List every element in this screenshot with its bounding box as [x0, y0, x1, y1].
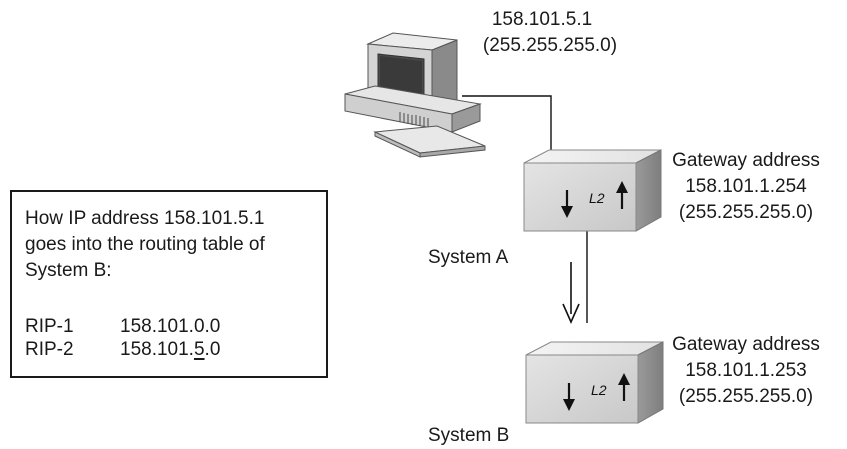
flow-down-arrow-icon	[562, 262, 580, 324]
system-a-up-arrow-icon	[616, 181, 628, 209]
info-line-2: goes into the routing table of	[25, 234, 265, 255]
workstation-ip: 158.101.5.1	[491, 9, 593, 30]
computer-icon	[344, 32, 486, 158]
info-line-1: How IP address 158.101.5.1	[25, 208, 265, 229]
system-b-router-tag: L2	[591, 382, 607, 398]
system-a-label: System A	[428, 247, 509, 268]
system-b-router-icon	[525, 341, 664, 424]
rip1-value: 158.101.0.0	[120, 316, 221, 337]
system-b-down-arrow-icon	[563, 383, 575, 411]
rip2-label: RIP-2	[25, 339, 74, 360]
system-b-gateway-ip: 158.101.1.253	[685, 360, 807, 381]
rip2-value-underlined: 5	[193, 339, 205, 360]
rip2-value-prefix: 158.101.	[120, 339, 194, 360]
system-a-gateway-title: Gateway address	[672, 150, 820, 171]
system-a-gateway-ip: 158.101.1.254	[685, 176, 807, 197]
system-b-gateway-title: Gateway address	[672, 334, 820, 355]
system-b-gateway-mask: (255.255.255.0)	[678, 386, 814, 407]
system-a-router-tag: L2	[589, 190, 605, 206]
system-a-router-icon	[523, 149, 662, 232]
rip2-value-suffix: .0	[204, 339, 221, 360]
workstation-mask: (255.255.255.0)	[482, 35, 618, 56]
routing-info-box: How IP address 158.101.5.1 goes into the…	[10, 190, 328, 378]
rip2-value: 158.101.5.0	[120, 338, 220, 361]
system-a-gateway-mask: (255.255.255.0)	[678, 202, 814, 223]
workstation-link-line	[462, 95, 552, 150]
system-b-label: System B	[428, 425, 510, 446]
info-line-3: System B:	[25, 260, 112, 281]
system-a-down-arrow-icon	[561, 190, 573, 218]
system-b-up-arrow-icon	[618, 373, 630, 401]
rip1-label: RIP-1	[25, 316, 74, 337]
